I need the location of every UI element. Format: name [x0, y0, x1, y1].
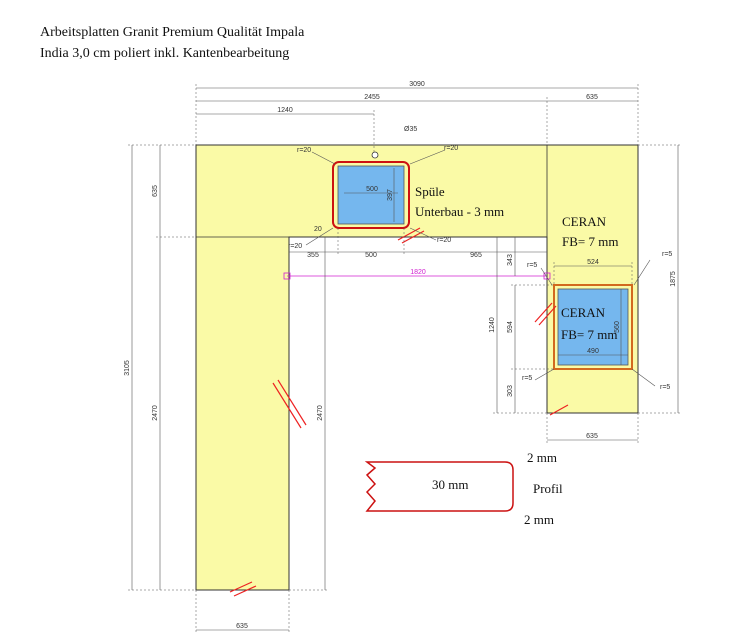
- dim-r5-b: r=5: [662, 251, 672, 258]
- dim-r5-a: r=5: [527, 262, 537, 269]
- dim-bottom-width-left: 635: [236, 623, 248, 630]
- dim-depth-top: 635: [152, 185, 159, 197]
- dim-r5-c: r=5: [522, 375, 532, 382]
- label-sink-mount: Unterbau - 3 mm: [415, 204, 504, 219]
- dim-r20-d: r=20: [288, 243, 302, 250]
- dim-bottom-width-right: 635: [586, 433, 598, 440]
- label-sink-title: Spüle: [415, 184, 445, 199]
- label-ceran-in: CERAN: [561, 305, 606, 320]
- title-line-2: India 3,0 cm poliert inkl. Kantenbearbei…: [40, 46, 290, 61]
- dim-left-height-inner: 2470: [317, 405, 324, 421]
- dim-vert-1240: 1240: [489, 317, 496, 333]
- dim-small-343: 343: [507, 254, 514, 266]
- dim-ceran-height: 560: [614, 321, 621, 333]
- dim-sink-left: 355: [307, 252, 319, 259]
- dim-sink-inner-width: 500: [366, 186, 378, 193]
- profile-top-bevel: 2 mm: [527, 450, 557, 465]
- profile-thickness: 30 mm: [432, 477, 468, 492]
- dim-left-run: 2455: [364, 94, 380, 101]
- label-ceran-in-fb: FB= 7 mm: [561, 327, 617, 342]
- dim-sink-width-below: 500: [365, 252, 377, 259]
- dim-r20-b: r=20: [444, 145, 458, 152]
- dim-overall-height: 3105: [124, 360, 131, 376]
- ceran-cutout-outer: [553, 284, 633, 370]
- dim-r20-e: 20: [314, 226, 322, 233]
- tap-hole-icon: [371, 151, 379, 159]
- dim-total-width: 3090: [409, 81, 425, 88]
- ceran-cutout: [557, 288, 629, 366]
- title-block: Arbeitsplatten Granit Premium Qualität I…: [40, 22, 304, 64]
- dim-ceran-inner-width: 490: [587, 348, 599, 355]
- edge-profile-shape: [364, 461, 514, 512]
- dim-sink-inner-height: 397: [387, 189, 394, 201]
- dim-r20-c: r=20: [437, 237, 451, 244]
- dim-vert-303: 303: [507, 385, 514, 397]
- title-line-1: Arbeitsplatten Granit Premium Qualität I…: [40, 25, 305, 40]
- dim-sink-offset: 1240: [277, 107, 293, 114]
- dim-right-run: 635: [586, 94, 598, 101]
- profile-bottom-bevel: 2 mm: [524, 512, 554, 527]
- dim-ceran-top-width: 524: [587, 259, 599, 266]
- label-ceran-top: CERAN: [562, 214, 607, 229]
- dim-sink-to-right: 965: [470, 252, 482, 259]
- dim-gap-width: 1820: [410, 269, 426, 276]
- dim-vert-594: 594: [507, 321, 514, 333]
- dim-r20-a: r=20: [297, 147, 311, 154]
- dim-left-height: 2470: [152, 405, 159, 421]
- profile-name: Profil: [533, 481, 563, 496]
- sink-cutout: [337, 165, 405, 225]
- label-ceran-top-fb: FB= 7 mm: [562, 234, 618, 249]
- sink-cutout-outer: [332, 161, 410, 229]
- dim-right-height: 1875: [670, 271, 677, 287]
- dim-r5-d: r=5: [660, 384, 670, 391]
- dim-hole-diameter: Ø35: [404, 126, 417, 133]
